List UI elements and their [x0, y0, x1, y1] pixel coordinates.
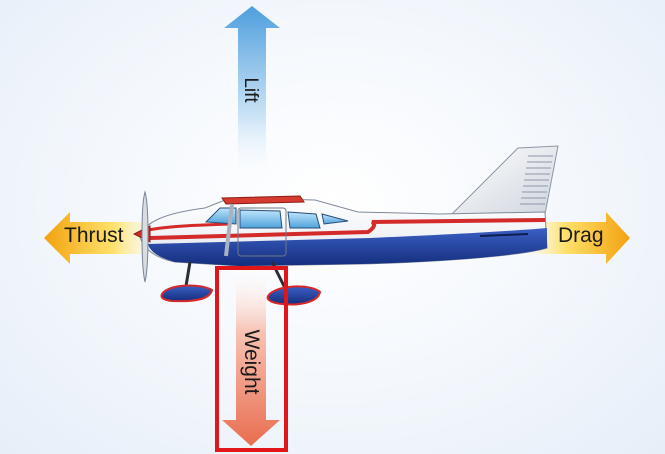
cabin-window-front	[240, 210, 282, 228]
cabin-window-rear	[288, 212, 320, 228]
nose-wheel-fairing	[161, 285, 212, 301]
weight-label: Weight	[239, 330, 263, 395]
main-wheel-fairing	[268, 286, 320, 304]
nose-gear-strut	[186, 262, 190, 286]
lift-label: Lift	[239, 77, 261, 102]
drag-label: Drag	[558, 224, 604, 248]
propeller	[142, 192, 148, 282]
airplane	[134, 146, 558, 305]
wing	[222, 196, 304, 204]
thrust-label: Thrust	[64, 224, 124, 248]
